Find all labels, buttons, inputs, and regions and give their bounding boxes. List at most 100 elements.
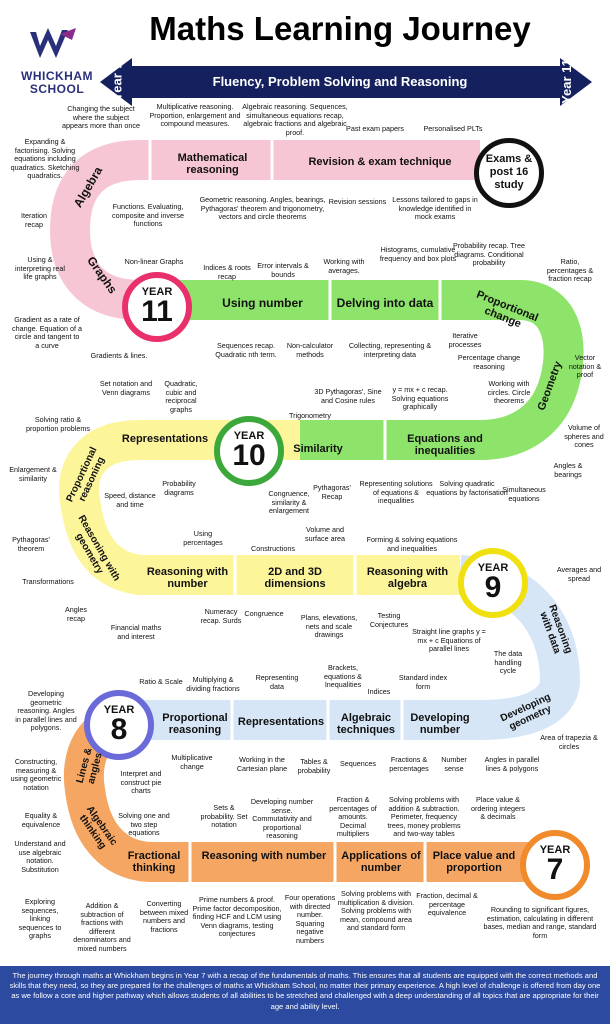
school-logo: WHICKHAM SCHOOL [14, 70, 100, 96]
note: Exploring sequences, linking sequences t… [18, 897, 62, 941]
note: Pythagoras' theorem [12, 535, 50, 553]
topic-representations-y8: Representations [237, 716, 325, 728]
note: Geometric reasoning. Angles, bearings, P… [199, 195, 326, 222]
note: 3D Pythagoras', Sine and Cosine rules [314, 387, 382, 405]
note: Averages and spread [556, 565, 602, 583]
topic-fractional-thinking: Fractional thinking [127, 850, 181, 874]
note: Personalised PLTs [423, 124, 483, 133]
topic-applications-number: Applications of number [341, 850, 421, 874]
year9-label: YEAR [477, 562, 509, 574]
topic-representations-y10: Representations [121, 433, 209, 445]
note: Expanding & factorising. Solving equatio… [10, 137, 80, 181]
note: Solving problems with addition & subtrac… [387, 795, 461, 839]
note: Representing solutions of equations & in… [359, 479, 433, 506]
note: Percentage change reasoning [457, 353, 521, 371]
school-name-line1: WHICKHAM [21, 69, 93, 83]
note: Enlargement & similarity [9, 465, 57, 483]
note: Volume and surface area [305, 525, 345, 543]
note: Standard index form [398, 673, 448, 691]
banner-title: Fluency, Problem Solving and Reasoning [212, 74, 468, 89]
note: Developing number sense. Commutativity a… [250, 797, 314, 841]
note: Angles & bearings [553, 461, 583, 479]
note: Forming & solving equations and inequali… [366, 535, 458, 553]
note: Pythagoras' Recap [313, 483, 351, 501]
note: Four operations with directed number. Sq… [284, 893, 336, 945]
note: Vector notation & proof [568, 353, 602, 380]
year8-label: YEAR [103, 704, 135, 716]
note: Testing Conjectures [369, 611, 409, 629]
note: Fraction & percentages of amounts. Decim… [329, 795, 377, 839]
note: Angles recap [65, 605, 87, 623]
year7-label: YEAR [539, 844, 571, 856]
topic-reasoning-number-y7: Reasoning with number [201, 850, 327, 862]
year10-circle: YEAR 10 [214, 416, 284, 486]
note: Solving one and two step equations [118, 811, 170, 838]
note: Constructions [251, 544, 295, 553]
banner-year11: Year 11 [558, 59, 574, 104]
note: Using percentages [183, 529, 223, 547]
note: Constructing, measuring & using geometri… [10, 757, 62, 792]
note: Number sense [441, 755, 467, 773]
page-title: Maths Learning Journey [149, 10, 531, 47]
note: Brackets, equations & Inequalities [324, 663, 362, 690]
topic-equations-inequalities: Equations and inequalities [407, 433, 483, 457]
note: The data handling cycle [493, 649, 523, 676]
note: Speed, distance and time [104, 491, 156, 509]
note: Sets & probability. Set notation [200, 803, 248, 830]
year8-number: 8 [110, 713, 128, 746]
note: Volume of spheres and cones [564, 423, 604, 450]
topic-developing-number: Developing number [410, 712, 470, 736]
note: Congruence [244, 609, 284, 618]
note: Transformations [22, 577, 74, 586]
note: Iterative processes [448, 331, 482, 349]
topic-using-number: Using number [222, 296, 303, 310]
note: Rounding to significant figures, estimat… [483, 905, 597, 940]
note: Probability recap. Tree diagrams. Condit… [453, 241, 525, 268]
note: Understand and use algebraic notation. S… [14, 839, 66, 874]
note: Sequences recap. Quadratic nth term. [215, 341, 277, 359]
note: Lessons tailored to gaps in knowledge id… [392, 195, 478, 222]
topic-2d-3d-dimensions: 2D and 3D dimensions [264, 566, 326, 590]
note: Interpret and construct pie charts [120, 769, 162, 796]
note: Ratio, percentages & fraction recap [546, 257, 594, 284]
note: Solving ratio & proportion problems [26, 415, 90, 433]
note: Using & interpreting real life graphs [15, 255, 65, 282]
note: Multiplying & dividing fractions [186, 675, 240, 693]
topic-revision: Revision & exam technique [308, 156, 452, 168]
note: Multiplicative reasoning. Proportion, en… [149, 102, 241, 129]
note: Set notation and Venn diagrams [99, 379, 153, 397]
year11-circle: YEAR 11 [122, 272, 192, 342]
note: Gradient as a rate of change. Equation o… [12, 315, 82, 350]
year11-label: YEAR [141, 286, 173, 298]
year7-circle: YEAR 7 [520, 830, 590, 900]
note: Histograms, cumulative frequency and box… [379, 245, 457, 263]
topic-proportional-reasoning-y8: Proportional reasoning [162, 712, 228, 736]
topic-reasoning-number-y9: Reasoning with number [146, 566, 229, 590]
note: Addition & subtraction of fractions with… [73, 901, 131, 953]
note: Gradients & lines. [90, 351, 148, 360]
note: Solving problems with multiplication & d… [337, 889, 415, 933]
note: Developing geometric reasoning. Angles i… [15, 689, 77, 733]
note: Converting between mixed numbers and fra… [139, 899, 189, 934]
banner-year7: Year 7 [109, 62, 125, 101]
note: Functions. Evaluating, composite and inv… [112, 202, 184, 229]
note: Collecting, representing & interpreting … [348, 341, 432, 359]
note: Straight line graphs y = mx + c Equation… [412, 627, 486, 654]
note: Place value & ordering integers & decima… [471, 795, 525, 822]
year11-number: 11 [141, 295, 173, 328]
note: Trigonometry [288, 411, 332, 420]
year10-number: 10 [232, 439, 266, 472]
note: Algebraic reasoning. Sequences, simultan… [242, 102, 348, 137]
note: Indices & roots recap [203, 263, 251, 281]
topic-algebraic-techniques: Algebraic techniques [336, 712, 396, 736]
note: Tables & probability [297, 757, 331, 775]
note: Probability diagrams [162, 479, 196, 497]
note: Fractions & percentages [389, 755, 429, 773]
note: Ratio & Scale [139, 677, 183, 686]
topic-delving-data: Delving into data [336, 296, 434, 310]
note: Sequences [340, 759, 376, 768]
topic-mathematical-reasoning: Mathematical reasoning [177, 152, 248, 176]
note: Congruence, similarity & enlargement [268, 489, 310, 516]
note: Revision sessions [328, 197, 387, 206]
